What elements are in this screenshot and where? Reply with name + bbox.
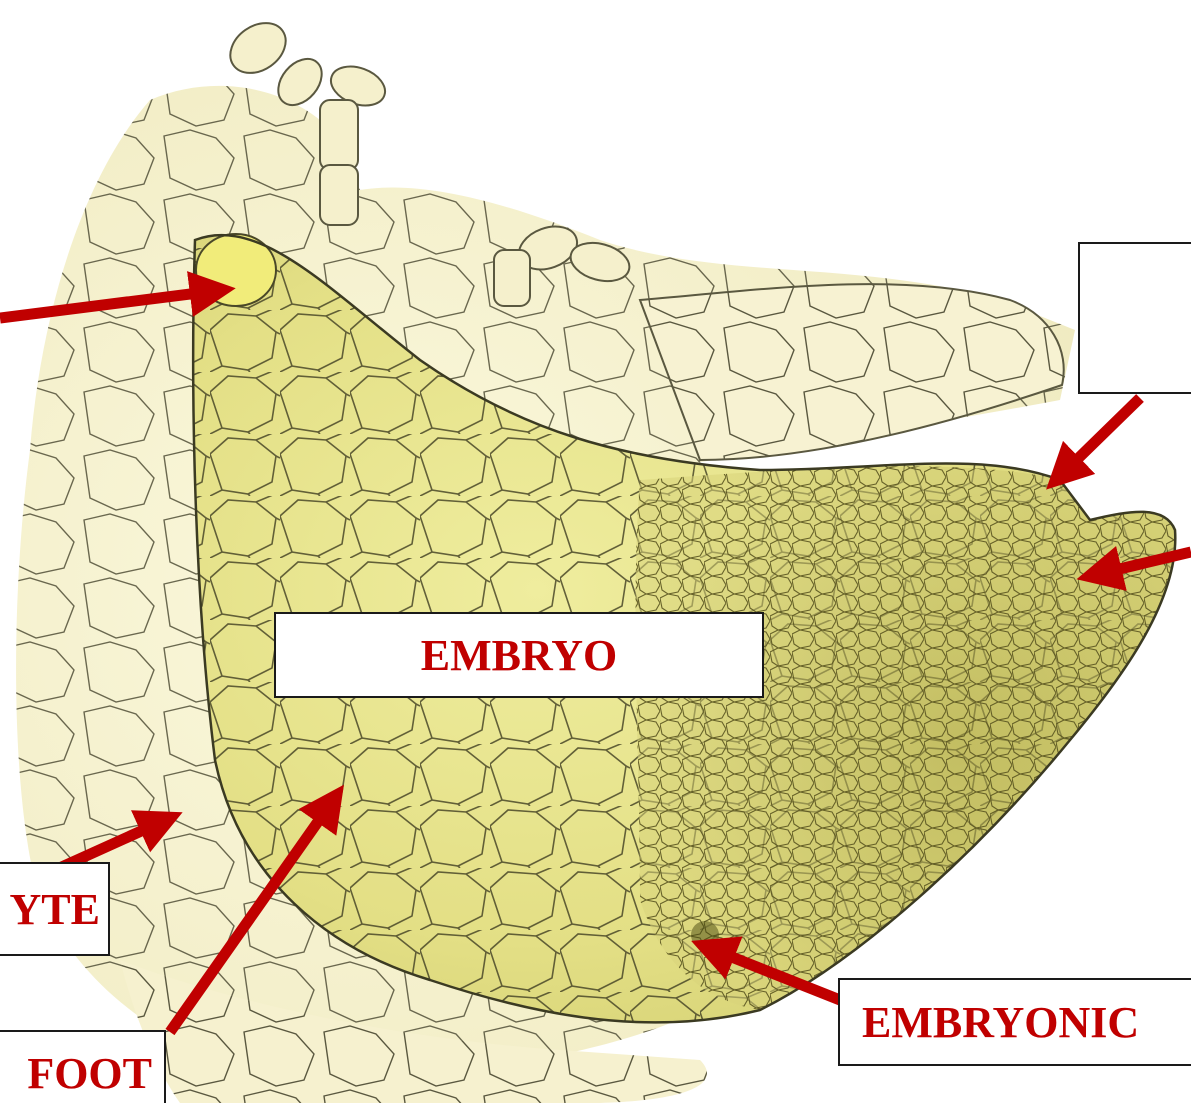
foot-label: FOOT bbox=[0, 1030, 166, 1103]
arrow-to-upper-edge bbox=[1056, 398, 1140, 480]
embryo-label: EMBRYO bbox=[274, 612, 764, 698]
gametophyte-label: YTE bbox=[0, 862, 110, 956]
embryonic-region-label: EMBRYONIC bbox=[838, 978, 1191, 1066]
top-right-label-box bbox=[1078, 242, 1191, 394]
